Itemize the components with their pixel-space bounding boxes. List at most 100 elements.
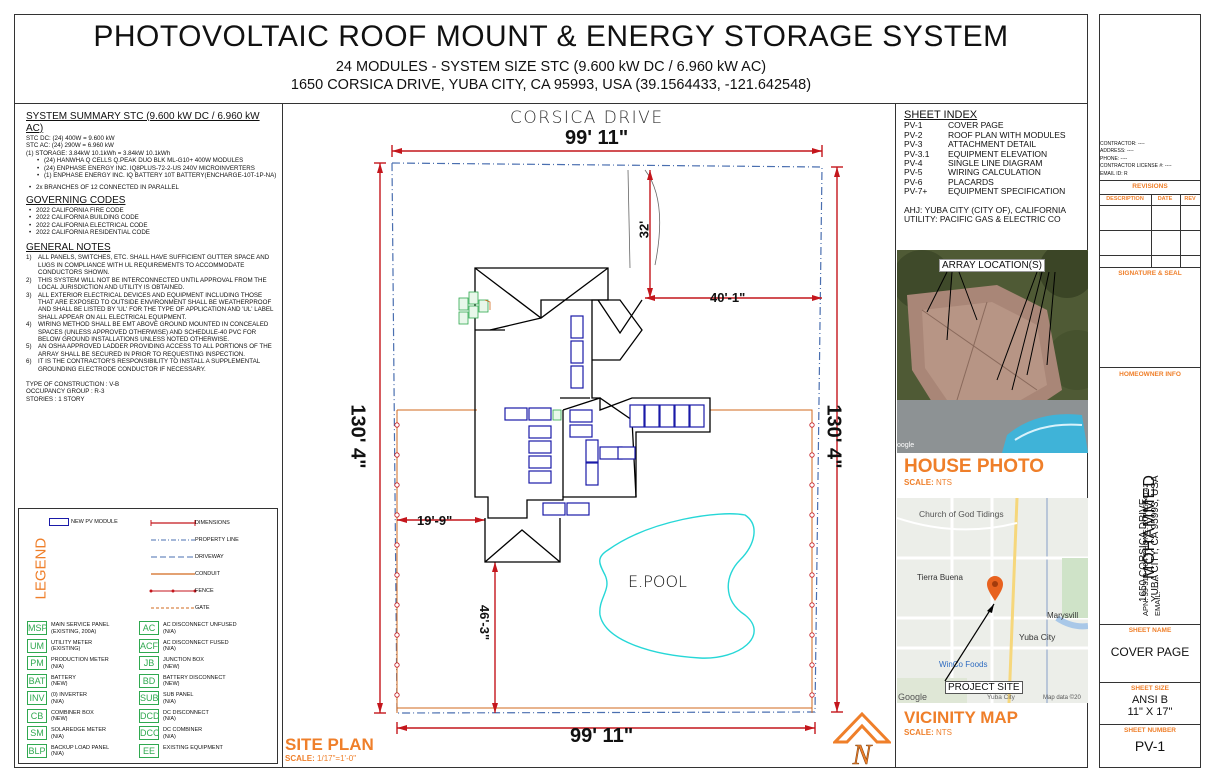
fence-right — [710, 409, 813, 713]
sheet-size: ANSI B 11" X 17" — [1127, 694, 1173, 718]
array-location-label: ARRAY LOCATION(S) — [939, 259, 1046, 272]
map-pin-icon — [987, 576, 1003, 601]
legend-item-text: AC DISCONNECT FUSED(N/A) — [163, 639, 229, 653]
owner-apn: APN: 59-310-004 PHONE: 2076504142 — [1141, 483, 1150, 616]
map-label-yuba-small: Yuba City — [987, 694, 1015, 701]
contractor-info: CONTRACTOR: ---- ADDRESS: ---- PHONE: --… — [1100, 141, 1172, 177]
summary-ac: STC AC: (24) 290W = 6.960 kW — [26, 142, 114, 150]
address-line: 1650 CORSICA DRIVE, YUBA CITY, CA 95993,… — [290, 77, 812, 93]
fence-posts — [394, 422, 815, 698]
page-title: PHOTOVOLTAIC ROOF MOUNT & ENERGY STORAGE… — [93, 20, 1009, 53]
utility: UTILITY: PACIFIC GAS & ELECTRIC CO — [904, 214, 1061, 225]
legend-item-text: DC DISCONNECT(N/A) — [163, 709, 209, 723]
title-block — [1099, 14, 1201, 768]
legend-item-text: MAIN SERVICE PANEL(EXISTING, 200A) — [51, 622, 110, 635]
notes-heading: GENERAL NOTES — [26, 242, 111, 254]
legend-abbr-jb: JB — [139, 656, 159, 670]
legend-abbr-ee: EE — [139, 743, 159, 758]
legend-abbr-msp: MSP — [27, 621, 48, 635]
right-column-divider — [895, 103, 896, 768]
legend-title: LEGEND — [32, 537, 50, 600]
map-image — [897, 498, 1088, 703]
note-item: 3)ALL EXTERIOR ELECTRICAL DEVICES AND EQ… — [26, 291, 274, 321]
header-divider — [14, 103, 1088, 104]
map-label-winco: WinCo Foods — [939, 660, 988, 669]
photo-credit: oogle — [897, 442, 915, 449]
summary-dc: STC DC: (24) 400W = 9.600 kW — [26, 135, 115, 142]
north-arrow-icon: N — [833, 712, 891, 768]
pool-label: E.POOL — [628, 572, 687, 591]
legend-abbr-sm: SM — [27, 726, 47, 740]
code-item: 2022 CALIFORNIA RESIDENTIAL CODE — [26, 229, 278, 237]
legend-line-samples — [149, 520, 197, 609]
sheet-name-label: SHEET NAME — [1128, 627, 1172, 634]
legend-abbr-sub: SUB — [139, 691, 159, 705]
house-photo: ARRAY LOCATION(S) oogle — [897, 250, 1088, 453]
setback-bottom: 46'-3" — [477, 604, 493, 641]
legend-abbr-acf: ACF — [139, 638, 159, 653]
codes-heading: GOVERNING CODES — [26, 194, 126, 206]
note-item: 1)ALL PANELS, SWITCHES, ETC. SHALL HAVE … — [26, 254, 270, 277]
owner-contact: APN: 59-310-004 PHONE: 2076504142 EMAIL:… — [1140, 436, 1164, 616]
legend-item-text: SOLAREDGE METER(N/A) — [51, 727, 107, 740]
summary-branches: 2x BRANCHES OF 12 CONNECTED IN PARALLEL — [26, 184, 278, 192]
legend-dimensions: DIMENSIONS — [195, 520, 230, 526]
house-photo-title: HOUSE PHOTO — [904, 456, 1045, 477]
vicinity-map-scale: SCALE: NTS — [904, 728, 953, 737]
array-pointer-lines — [926, 271, 1056, 391]
site-plan — [374, 145, 843, 734]
ahj: AHJ: YUBA CITY (CITY OF), CALIFORNIA — [904, 204, 1067, 215]
revisions-heading: REVISIONS — [1132, 183, 1168, 190]
sheet-index-heading: SHEET INDEX — [904, 109, 978, 121]
note-item: 4)WIRING METHOD SHALL BE EMT ABOVE GROUN… — [26, 321, 269, 343]
map-label-marysville: Marysvill — [1047, 611, 1079, 620]
summary-bullet: (1) ENPHASE ENERGY INC. IQ BATTERY 10T B… — [34, 172, 278, 180]
system-summary: SYSTEM SUMMARY STC (9.600 kW DC / 6.960 … — [26, 111, 278, 403]
setback-top: 32' — [636, 220, 652, 239]
legend-conduit: CONDUIT — [195, 571, 221, 577]
legend-pv-module: NEW PV MODULE — [71, 519, 118, 525]
system-subtitle: 24 MODULES - SYSTEM SIZE STC (9.600 kW D… — [14, 58, 1088, 94]
pool — [599, 513, 755, 659]
legend-item-text: BATTERY(NEW) — [51, 674, 76, 688]
sheet-number-label: SHEET NUMBER — [1123, 727, 1176, 734]
legend-item-text: (0) INVERTER(N/A) — [51, 692, 87, 705]
map-label-tierra: Tierra Buena — [917, 573, 963, 582]
sheet-index-row: PV-7+EQUIPMENT SPECIFICATION — [904, 186, 1066, 197]
legend-abbr-bd: BD — [139, 673, 159, 688]
legend: LEGEND NEW PV MODULE DIMENSIONS PROPERTY… — [18, 508, 278, 764]
homeowner-heading: HOMEOWNER INFO — [1119, 371, 1181, 378]
map-credit: Google — [898, 692, 928, 702]
legend-item-text: BACKUP LOAD PANEL(N/A) — [51, 744, 110, 758]
note-item: 2)THIS SYSTEM WILL NOT BE INTERCONNECTED… — [26, 276, 267, 292]
sheet-name: COVER PAGE — [1110, 645, 1190, 659]
legend-abbr-pm: PM — [27, 656, 47, 670]
house-aerial-image — [897, 250, 1088, 453]
summary-bullet: (24) HANWHA Q CELLS Q.PEAK DUO BLK ML-G1… — [34, 157, 278, 165]
construction-type: TYPE OF CONSTRUCTION : V-B — [26, 380, 120, 388]
summary-storage: (1) STORAGE: 3.84kW 10.1kWh = 3.84kW 10.… — [26, 149, 171, 157]
stories: STORIES : 1 STORY — [26, 395, 85, 403]
system-size-line: 24 MODULES - SYSTEM SIZE STC (9.600 kW D… — [335, 59, 767, 75]
dimension-lines — [374, 145, 843, 734]
dim-top: 99' 11" — [565, 127, 629, 149]
street-name: CORSICA DRIVE — [510, 108, 664, 128]
legend-item-text: COMBINER BOX(NEW) — [51, 709, 94, 723]
code-item: 2022 CALIFORNIA FIRE CODE — [26, 207, 278, 215]
legend-item-text: SUB PANEL(N/A) — [163, 692, 194, 705]
occupancy-group: OCCUPANCY GROUP : R-3 — [26, 388, 105, 396]
legend-abbr-ac: AC — [139, 621, 159, 635]
property-line — [391, 162, 823, 714]
legend-abbr-bat: BAT — [27, 673, 47, 688]
map-data-credit: Map data ©20 — [1043, 695, 1081, 701]
map-label-church: Church of God Tidings — [919, 509, 1004, 519]
legend-item-text: AC DISCONNECT UNFUSED(N/A) — [163, 622, 237, 635]
legend-fence: FENCE — [195, 588, 214, 594]
map-label-yuba: Yuba City — [1019, 632, 1056, 642]
